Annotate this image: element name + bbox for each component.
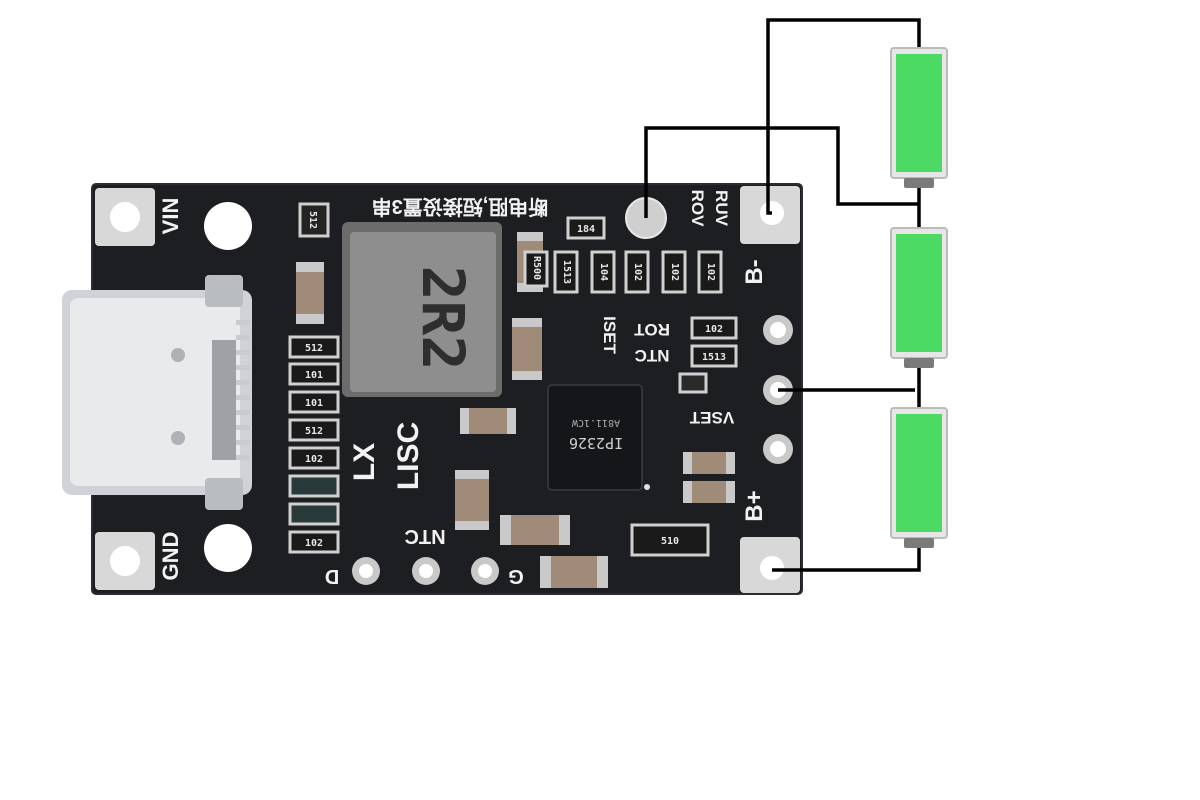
wire-rov-tap (644, 126, 919, 218)
top-note: 断电阻,短接设置3串 (372, 195, 549, 219)
label-rot: ROT (633, 320, 670, 339)
resistor-code: 1513 (702, 352, 726, 363)
label-gnd: GND (158, 532, 183, 581)
wire-b-minus (766, 18, 921, 215)
top-right-resistors: 184 R500 1513 104 102 102 102 102 1513 (517, 216, 738, 394)
mount-hole (204, 524, 252, 572)
label-b-plus: B+ (741, 490, 768, 521)
ic-sublabel: A811.1CW (571, 417, 620, 428)
battery-cell-1 (890, 47, 948, 188)
resistor-code: 102 (305, 454, 323, 465)
inductor: 2R2 (342, 222, 502, 397)
label-ruv: RUV (712, 190, 731, 227)
pad-b-plus (740, 537, 800, 593)
label-iset: ISET (600, 316, 619, 354)
resistor-code: R500 (531, 256, 542, 280)
resistor-code: 510 (661, 536, 679, 547)
label-ntc-right: NTC (635, 346, 670, 365)
resistor-code: 104 (598, 263, 609, 281)
resistor-code: 512 (305, 426, 323, 437)
resistor-code: 101 (305, 370, 323, 381)
label-lisc: LISC (392, 422, 425, 490)
resistor-code: 102 (669, 263, 680, 281)
resistor-code: 1513 (561, 260, 572, 284)
battery-pack (890, 47, 948, 548)
pad-b-minus (740, 186, 800, 244)
mount-hole (204, 202, 252, 250)
pcb-board: 2R2 IP2326 A811.1CW (62, 183, 803, 595)
capacitors: 510 (455, 318, 735, 588)
ic-label: IP2326 (569, 434, 623, 452)
ic-chip: IP2326 A811.1CW (547, 384, 650, 491)
wire-b-plus (772, 546, 921, 572)
resistor-code: 512 (307, 211, 318, 229)
wiring (644, 18, 921, 572)
resistor-code: 512 (305, 343, 323, 354)
label-vset: VSET (689, 408, 734, 427)
label-b-minus: B- (741, 259, 768, 284)
left-resistors: 512 512 101 101 512 102 102 (288, 202, 340, 554)
resistor-code: 102 (705, 324, 723, 335)
label-vin: VIN (158, 198, 183, 235)
label-lx: LX (348, 443, 381, 481)
resistor-code: 102 (632, 263, 643, 281)
label-ntc-bottom: NTC (404, 525, 445, 547)
inductor-label: 2R2 (409, 266, 477, 371)
label-rov: ROV (688, 190, 707, 228)
pad-gnd (95, 532, 155, 590)
battery-cell-3 (890, 407, 948, 548)
resistor-code: 102 (305, 538, 323, 549)
resistor-code: 184 (577, 224, 595, 235)
usb-c-connector (62, 275, 252, 510)
battery-cell-2 (890, 227, 948, 368)
silkscreen: VIN GND B- B+ VSET NTC ROT ISET RUV ROV … (158, 190, 768, 587)
resistor-code: 101 (305, 398, 323, 409)
resistor-code: 102 (705, 263, 716, 281)
pad-vin (95, 188, 155, 246)
label-d: D (325, 565, 339, 587)
label-g: G (508, 565, 524, 587)
bottom-pin-holes (352, 557, 499, 585)
